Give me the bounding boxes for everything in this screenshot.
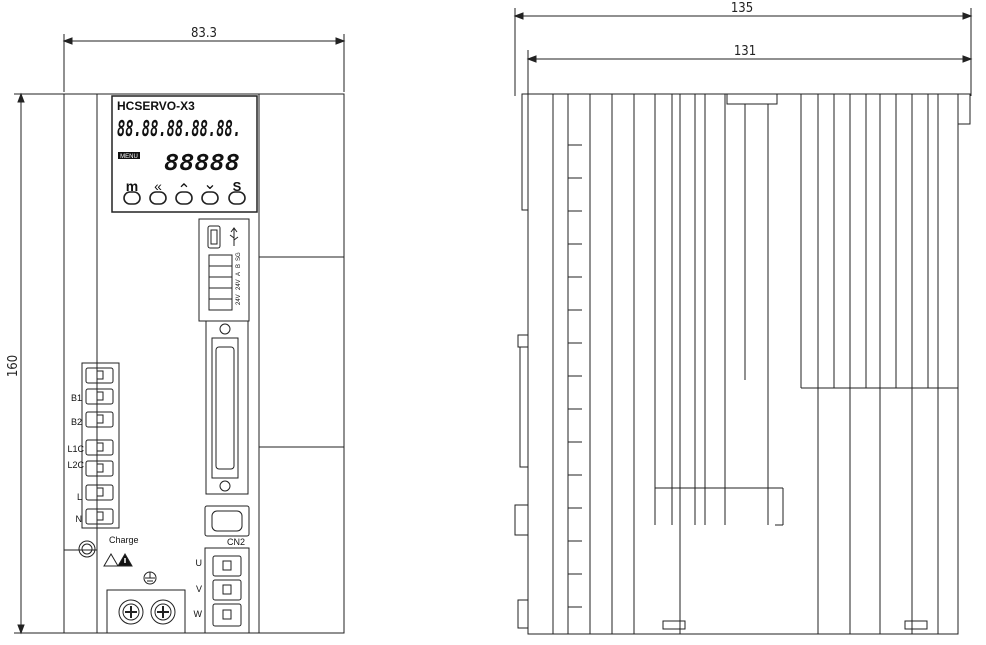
key-up-label: ⌃ (177, 182, 190, 199)
foot-right (904, 620, 928, 630)
ground-icon (143, 571, 157, 585)
key-m-label: m (126, 178, 138, 194)
terminal-n-label: N (76, 514, 83, 524)
key-down-label: ⌄ (203, 176, 216, 193)
side-total-depth-label: 135 (731, 1, 753, 16)
terminal-b1-label: B1 (71, 393, 82, 403)
key-s-label: S (233, 179, 242, 194)
terminal-w-label: W (194, 609, 203, 619)
side-body-outline (527, 93, 959, 635)
cn2-encoder-port[interactable] (204, 505, 250, 537)
side-body-dimension: 131 (526, 44, 973, 96)
power-terminal-block: B1 B2 L1C L2C L N (67, 362, 120, 529)
comm-pin4-label: B (236, 264, 242, 268)
cooling-fins (589, 94, 939, 634)
usb-port[interactable] (207, 225, 221, 249)
cn1-io-connector (205, 320, 249, 495)
warning-icon (103, 553, 133, 567)
key-left-button[interactable] (149, 191, 167, 205)
model-label: HCSERVO-X3 (117, 99, 195, 113)
screw-icon-left (118, 599, 144, 625)
terminal-l1c-label: L1C (67, 444, 84, 454)
front-body-outline (63, 93, 345, 634)
key-m-button[interactable] (123, 191, 141, 205)
key-down-button[interactable] (201, 191, 219, 205)
cn2-label: CN2 (227, 537, 245, 547)
terminal-l2c-label: L2C (67, 460, 84, 470)
comm-pin5-label: SG (236, 252, 242, 261)
side-ventilation-ticks (568, 144, 582, 608)
rs485-terminal (208, 254, 233, 311)
foot-left (662, 620, 686, 630)
side-view: 135 131 (513, 1, 973, 635)
display-panel: HCSERVO-X3 88.88.88.88.88. MENU 88888 m … (111, 95, 258, 213)
terminal-u-label: U (196, 558, 203, 568)
screw-icon-right (150, 599, 176, 625)
terminal-l-label: L (77, 492, 82, 502)
comm-pin3-label: A (236, 272, 242, 276)
side-total-dimension: 135 (513, 1, 973, 96)
key-left-label: « (154, 178, 162, 194)
top-led-display: 88.88.88.88.88. (117, 117, 241, 142)
ground-screw-block (106, 589, 186, 634)
front-width-dimension: 83.3 (62, 26, 346, 92)
front-height-label: 160 (6, 355, 21, 377)
bottom-led-display: 88888 (164, 151, 240, 176)
charge-indicator: Charge (78, 535, 139, 558)
terminal-v-label: V (196, 584, 202, 594)
terminal-b2-label: B2 (71, 417, 82, 427)
menu-label: MENU (120, 154, 138, 160)
charge-label: Charge (109, 535, 139, 545)
front-width-label: 83.3 (191, 26, 217, 41)
side-body-depth-label: 131 (734, 44, 756, 59)
front-height-dimension: 160 (6, 92, 64, 635)
key-s-button[interactable] (228, 191, 246, 205)
comm-pin2-label: 24V (236, 279, 242, 290)
key-up-button[interactable] (175, 191, 193, 205)
motor-uvw-terminal (204, 547, 250, 634)
comm-pin1-label: 24V (236, 294, 242, 305)
usb-icon (229, 227, 239, 246)
connector-column: 24V 24V A B SG CN2 (194, 218, 250, 634)
front-view: 83.3 160 HCSERVO-X3 88.88.88.88.88. MENU… (6, 26, 346, 635)
